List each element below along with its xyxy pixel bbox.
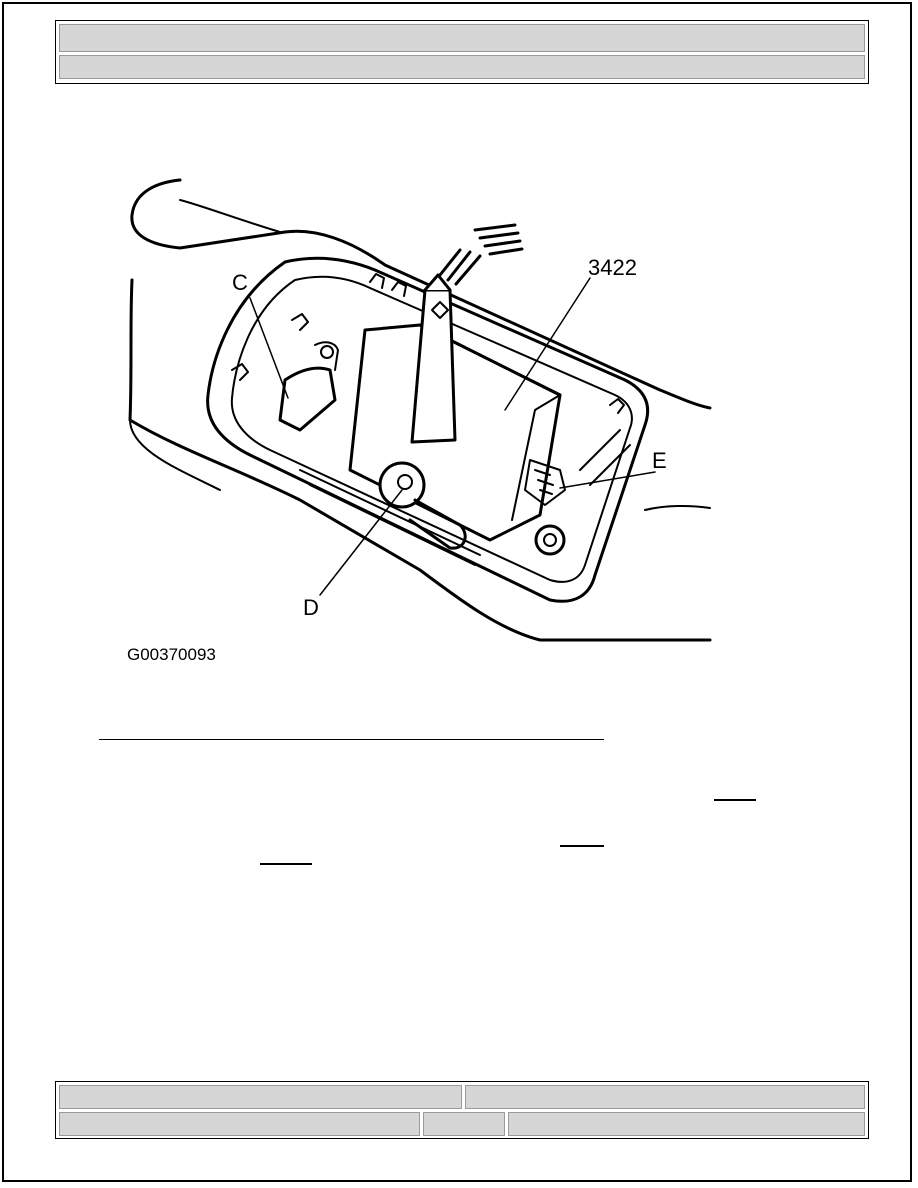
footer-cell-right-bottom <box>508 1112 865 1136</box>
section-rule <box>99 739 604 740</box>
footer-cell-left-top <box>59 1085 462 1109</box>
link-underline <box>260 863 312 865</box>
callout-e: E <box>652 448 667 473</box>
figure-id: G00370093 <box>127 645 216 664</box>
link-underline <box>560 845 604 847</box>
header-title-cell <box>59 24 865 52</box>
footer-table <box>55 1081 869 1139</box>
footer-cell-middle-bottom <box>423 1112 505 1136</box>
gear-selector-illustration: C 3422 E D <box>128 178 712 642</box>
footer-cell-left-bottom <box>59 1112 420 1136</box>
header-subtitle-cell <box>59 55 865 79</box>
callout-d: D <box>303 595 319 620</box>
callout-part-number: 3422 <box>588 255 637 280</box>
link-underline <box>714 799 756 801</box>
header-table <box>55 20 869 84</box>
callout-c: C <box>232 270 248 295</box>
footer-cell-right-top <box>465 1085 865 1109</box>
